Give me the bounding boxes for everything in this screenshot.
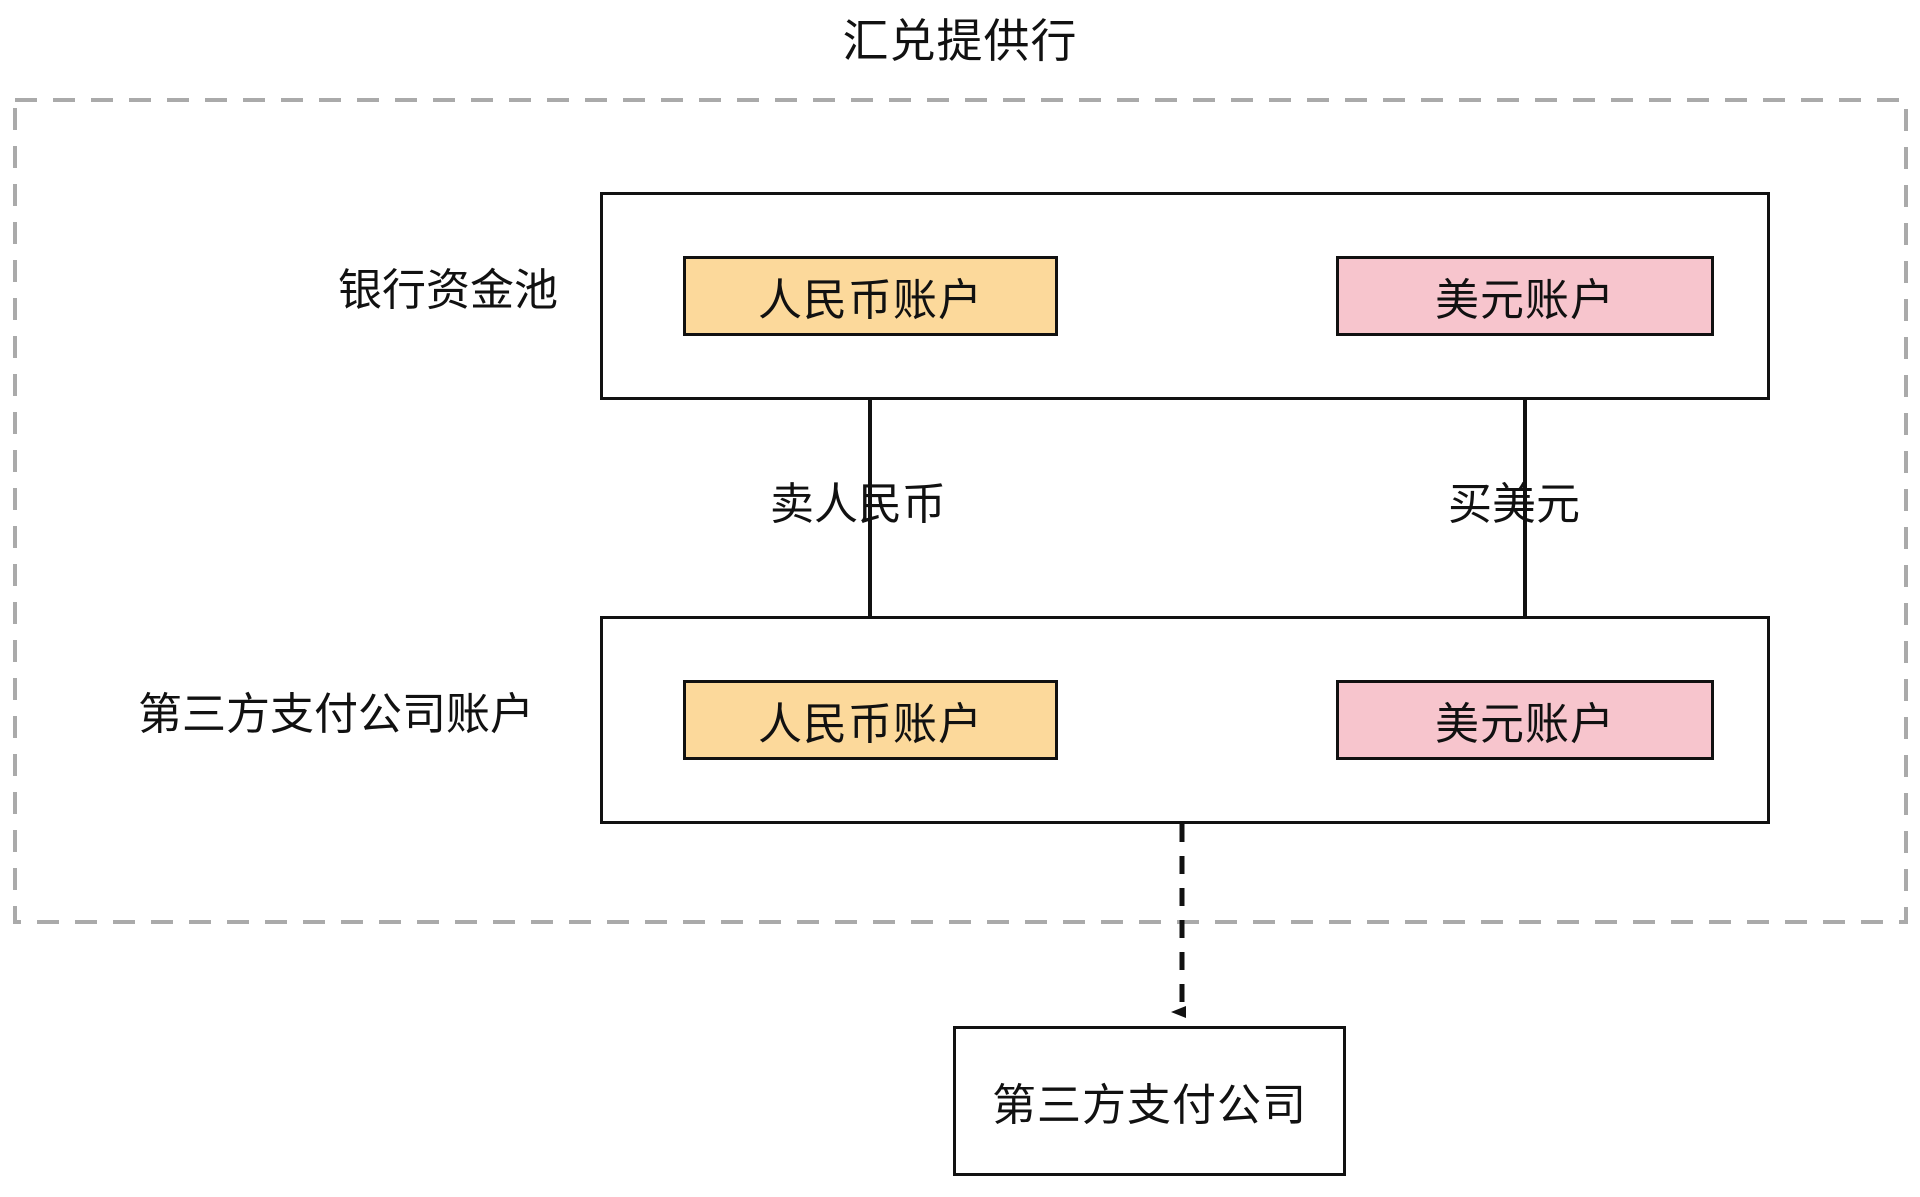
edge-label-sell-cny: 卖人民币 <box>770 480 946 529</box>
edge-label-buy-usd: 买美元 <box>1448 480 1580 529</box>
tpp-cny-account[interactable]: 人民币账户 <box>683 680 1058 760</box>
tpp-account-label: 第三方支付公司账户 <box>138 690 534 739</box>
page-title: 汇兑提供行 <box>842 15 1078 67</box>
bank-pool-label: 银行资金池 <box>338 266 558 315</box>
tpp-usd-account[interactable]: 美元账户 <box>1336 680 1714 760</box>
bank-usd-account[interactable]: 美元账户 <box>1336 256 1714 336</box>
bank-cny-account[interactable]: 人民币账户 <box>683 256 1058 336</box>
tpp-company-box[interactable]: 第三方支付公司 <box>953 1026 1346 1176</box>
